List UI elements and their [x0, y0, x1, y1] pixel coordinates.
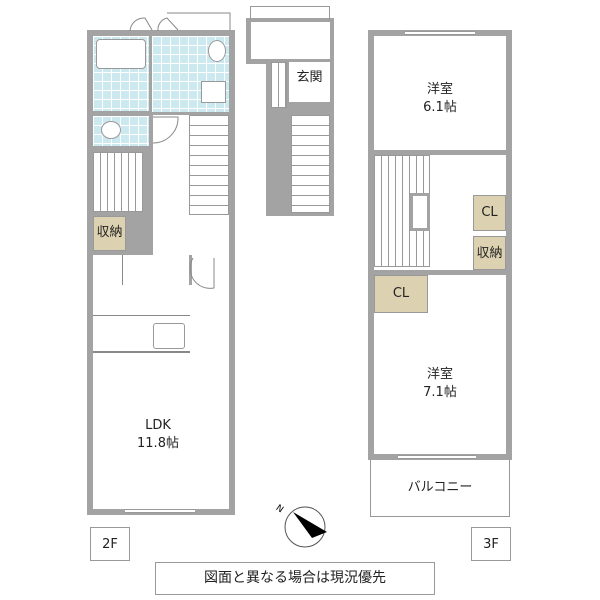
room1-size: 6.1帖: [423, 100, 457, 115]
fridge-space: [122, 255, 123, 285]
compass-icon: N: [275, 503, 327, 548]
ldk-size: 11.8帖: [137, 436, 179, 451]
disclaimer-text: 図面と異なる場合は現況優先: [204, 570, 386, 586]
entrance-canopy: [250, 6, 330, 20]
ldk-name: LDK: [145, 418, 171, 433]
stair-well: [410, 193, 430, 231]
disclaimer-box: [155, 562, 435, 595]
floor-label-2f: [90, 527, 130, 561]
entrance-hall: [289, 62, 330, 102]
floor-label-3f: [471, 527, 511, 561]
entrance-stairs: [291, 115, 330, 213]
floor-label-2f-text: 2F: [102, 537, 118, 552]
window-ldk[interactable]: [125, 509, 195, 513]
storage-3f-label: 収納: [476, 246, 503, 261]
storage-2f: [93, 216, 126, 251]
toilet-basin: [208, 40, 226, 62]
window-room1[interactable]: [405, 31, 475, 35]
floor-label-3f-text: 3F: [483, 537, 499, 552]
kitchen-sink: [153, 323, 185, 349]
sink: [201, 81, 226, 103]
kitchen-counter-bottom: [93, 351, 190, 353]
entrance-step: [271, 62, 287, 108]
room2-name: 洋室: [426, 367, 453, 382]
svg-text:N: N: [275, 503, 285, 515]
closet-a: [473, 195, 506, 231]
stairs-2f-right: [189, 115, 229, 215]
storage-3f: [473, 236, 506, 270]
toilet: [101, 121, 121, 139]
ldk: [93, 255, 229, 509]
western-room-1: [374, 36, 506, 150]
balcony: [370, 460, 510, 517]
closet-b-fill: [374, 275, 428, 313]
balcony-label: バルコニー: [407, 480, 473, 495]
closet-b-text: CL: [392, 286, 410, 301]
room2-size: 7.1帖: [423, 385, 457, 400]
kitchen-counter: [93, 315, 190, 316]
bathtub: [96, 39, 146, 69]
partition-2f: [189, 255, 192, 285]
stairs-2f-left: [93, 152, 143, 212]
storage-2f-label: 収納: [96, 225, 123, 240]
entrance-porch: [251, 22, 330, 59]
window-room2[interactable]: [398, 455, 476, 459]
room1-name: 洋室: [426, 82, 453, 97]
entrance-label: 玄関: [296, 70, 323, 85]
closet-a-label: CL: [481, 205, 498, 220]
